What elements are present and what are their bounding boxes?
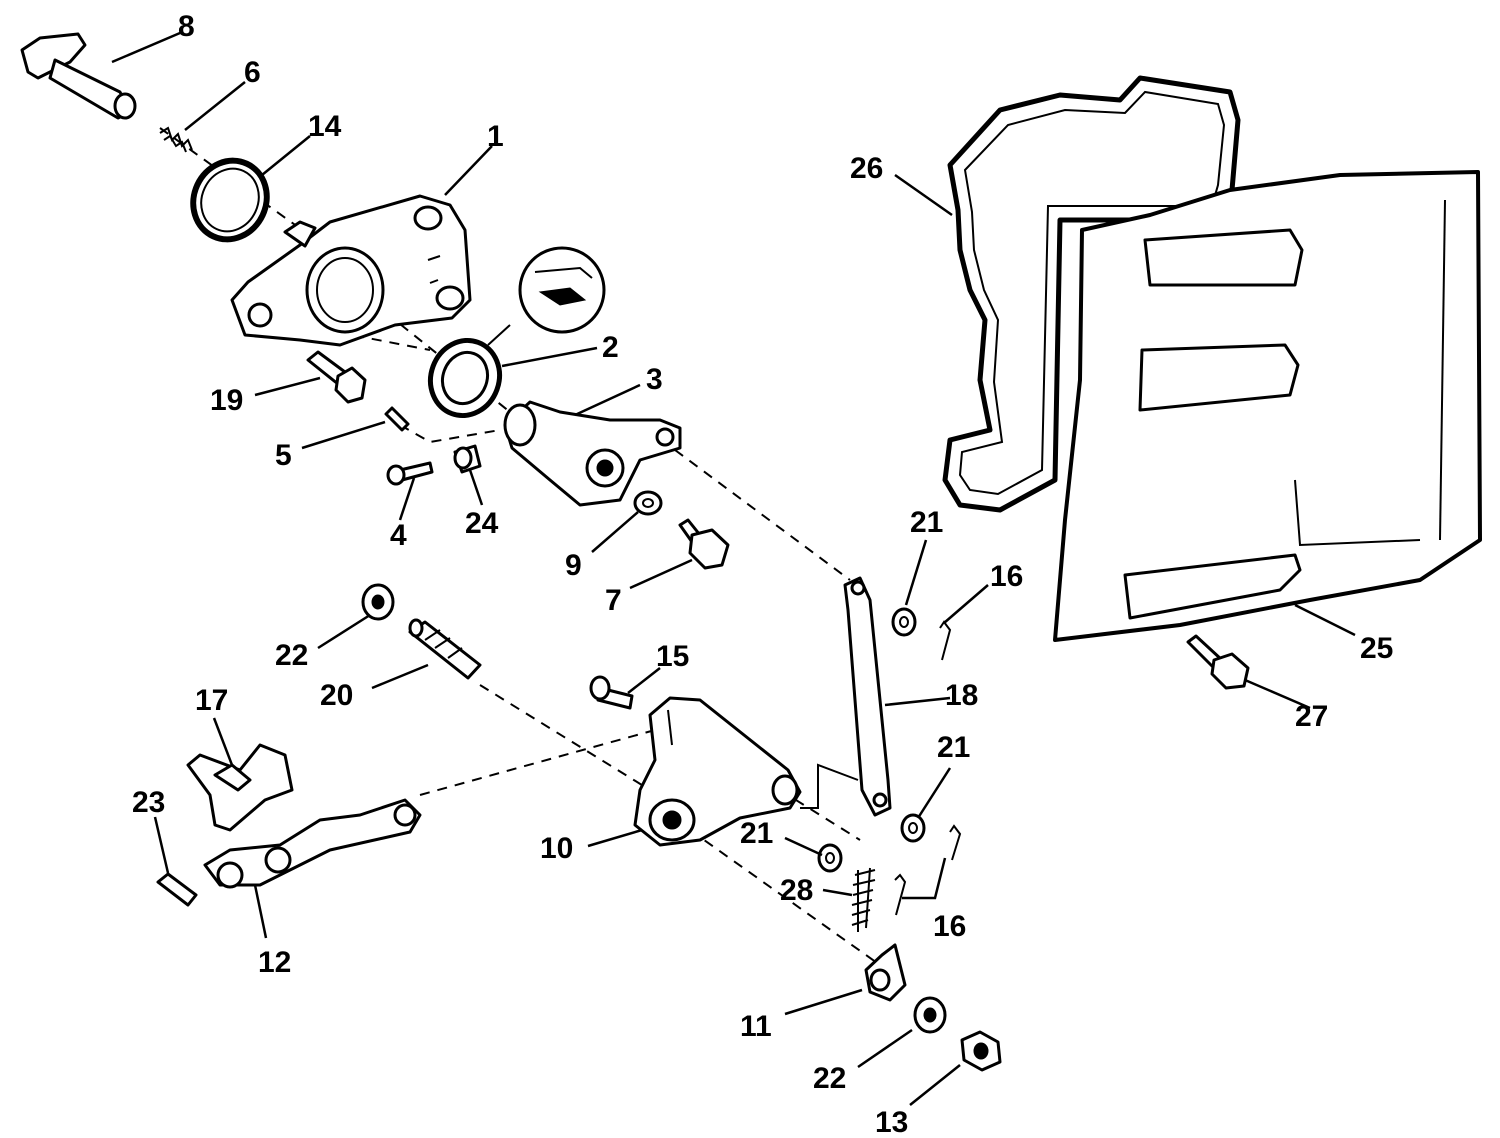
callout-14: 14	[308, 110, 342, 143]
part-23-roll-pin	[156, 872, 198, 907]
callout-28: 28	[780, 874, 813, 907]
callout-22-top: 22	[275, 639, 308, 672]
callout-8: 8	[178, 10, 195, 43]
callout-5: 5	[275, 439, 292, 472]
callout-21-mid: 21	[937, 731, 970, 764]
part-4-screw	[386, 461, 434, 486]
part-21-washer-a	[891, 607, 917, 637]
part-7-bolt	[678, 518, 730, 570]
callout-10: 10	[540, 832, 573, 865]
part-5-pin	[384, 406, 410, 432]
part-11-tab-plate	[864, 943, 907, 1002]
part-10-main-lever	[633, 696, 802, 847]
part-25-cover	[1053, 170, 1482, 642]
callout-4: 4	[390, 519, 407, 552]
callout-16-low: 16	[933, 910, 966, 943]
callout-1: 1	[487, 120, 504, 153]
callout-19: 19	[210, 384, 243, 417]
callout-22-low: 22	[813, 1062, 846, 1095]
callout-16-top: 16	[990, 560, 1023, 593]
callout-18: 18	[945, 679, 978, 712]
callout-11: 11	[740, 1010, 772, 1043]
part-19-bolt	[306, 350, 367, 404]
part-8-pin	[20, 32, 137, 120]
callout-21-top: 21	[910, 506, 943, 539]
callout-6: 6	[244, 56, 261, 89]
part-9-washer	[633, 490, 663, 516]
callout-26: 26	[850, 152, 883, 185]
callout-2: 2	[602, 331, 619, 364]
callout-21-low: 21	[740, 817, 773, 850]
part-20-stud	[408, 618, 482, 680]
part-16-cotter-pin-c	[894, 873, 907, 916]
part-3-shaft-lever	[503, 400, 682, 507]
callout-24: 24	[465, 507, 499, 540]
part-17-bracket	[186, 743, 294, 832]
callout-20: 20	[320, 679, 353, 712]
callout-numbers: 8 6 14 1 26 2 3 19 5 4 24 9 7 21 16 22 1…	[132, 10, 1393, 1138]
callout-3: 3	[646, 363, 663, 396]
part-21-washer-b	[900, 813, 926, 843]
detail-inset-circle	[487, 246, 606, 346]
part-18-link-rod	[843, 576, 892, 817]
callout-12: 12	[258, 946, 291, 979]
callout-23: 23	[132, 786, 165, 819]
part-6-spring	[159, 126, 193, 153]
part-14-o-ring	[190, 157, 270, 243]
part-28-spring	[851, 867, 876, 932]
part-15-bolt	[589, 675, 634, 710]
callout-17: 17	[195, 684, 228, 717]
part-22-washer-a	[361, 583, 395, 621]
callout-27: 27	[1295, 700, 1328, 733]
part-22-washer-b	[913, 996, 947, 1034]
callout-13: 13	[875, 1106, 908, 1138]
part-1-housing	[230, 194, 472, 347]
part-24-bushing	[453, 444, 482, 474]
part-26-gasket	[942, 75, 1241, 513]
callout-15: 15	[656, 640, 689, 673]
part-12-lever-link	[203, 798, 422, 889]
part-21-washer-c	[817, 843, 843, 873]
part-2-seal	[428, 337, 502, 419]
part-13-nut	[960, 1030, 1002, 1072]
part-16-cotter-pin-a	[939, 620, 952, 661]
callout-9: 9	[565, 549, 582, 582]
callout-7: 7	[605, 584, 622, 617]
callout-25: 25	[1360, 632, 1393, 665]
leader-lines	[111, 31, 1356, 1106]
part-27-bolt	[1186, 634, 1250, 690]
part-16-cotter-pin-b	[949, 824, 962, 861]
